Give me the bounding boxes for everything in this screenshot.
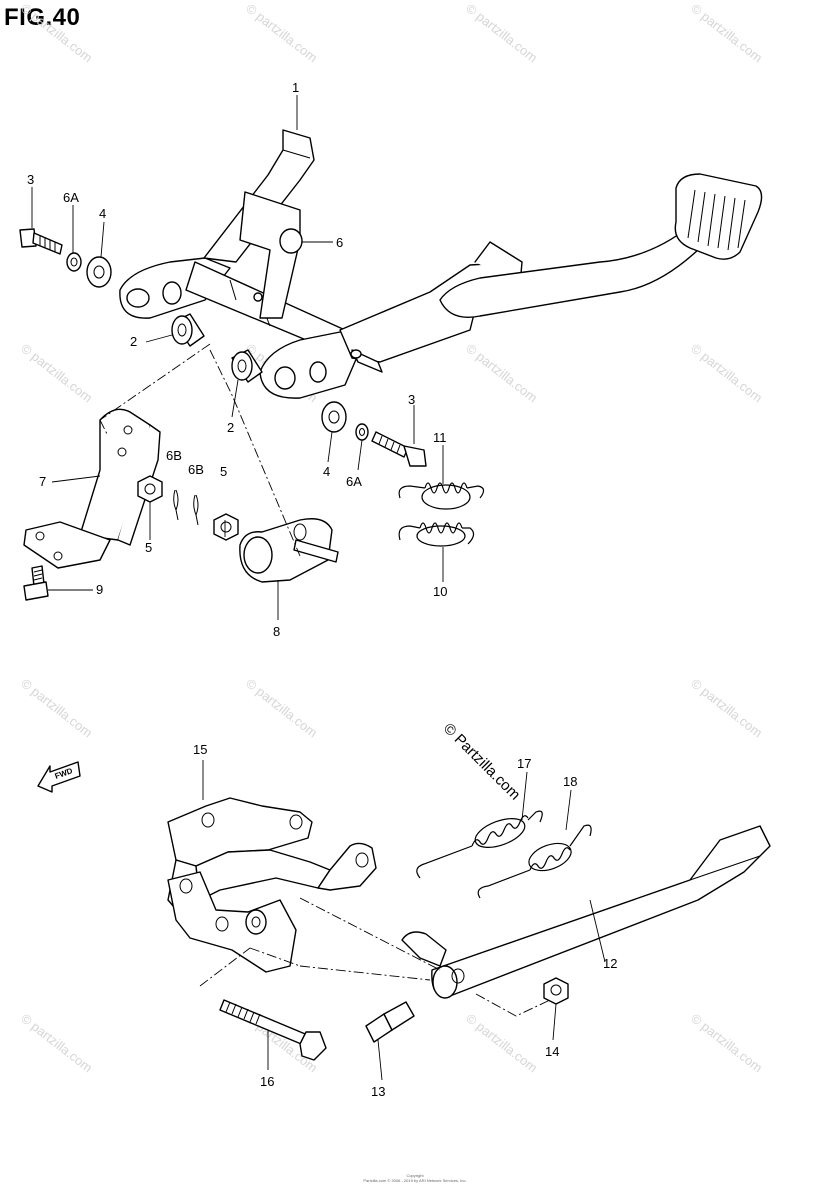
washer-part (321, 401, 347, 433)
callout-13: 13 (371, 1084, 385, 1099)
callout-4: 4 (99, 206, 106, 221)
figure-title: FIG.40 (4, 4, 81, 31)
assembly-line (99, 343, 211, 421)
washer-part (355, 423, 369, 441)
bolt-part (219, 999, 327, 1061)
washer-part (66, 252, 82, 272)
callout-14: 14 (545, 1044, 559, 1059)
callout-6b: 6B (188, 462, 204, 477)
callout-3: 3 (27, 172, 34, 187)
callout-labels: 1 2 2 3 3 4 4 5 5 6 6A 6A 6B 6B 7 8 9 10… (27, 80, 617, 1099)
washer-part (86, 256, 112, 288)
assembly-line (199, 947, 301, 987)
sidestand-part (401, 825, 771, 999)
callout-4: 4 (323, 464, 330, 479)
leader-lines (31, 95, 606, 1081)
assembly-line (299, 965, 431, 981)
callout-2: 2 (130, 334, 137, 349)
spring-part (416, 810, 543, 879)
callout-5: 5 (145, 540, 152, 555)
spring-part (477, 824, 592, 899)
spring-part (398, 522, 475, 547)
cotter-pin-part (193, 494, 199, 526)
callout-16: 16 (260, 1074, 274, 1089)
assembly-line (475, 993, 551, 1017)
pivot-bracket-part (239, 518, 339, 583)
callout-17: 17 (517, 756, 531, 771)
center-stand-part (119, 129, 763, 399)
callout-6: 6 (336, 235, 343, 250)
bolt-part (371, 431, 427, 467)
assembly-line (99, 419, 109, 437)
watermark: © partzilla.com (688, 341, 765, 406)
watermark: © partzilla.com (18, 341, 95, 406)
callout-6b: 6B (166, 448, 182, 463)
callout-18: 18 (563, 774, 577, 789)
callout-5: 5 (220, 464, 227, 479)
callout-11: 11 (433, 430, 447, 445)
watermark: © partzilla.com (18, 1011, 95, 1076)
watermark: © partzilla.com (463, 341, 540, 406)
callout-8: 8 (273, 624, 280, 639)
callout-15: 15 (193, 742, 207, 757)
callout-6a: 6A (346, 474, 362, 489)
assembly-line (299, 897, 441, 971)
callout-6a: 6A (63, 190, 79, 205)
watermark: © partzilla.com (243, 1, 320, 66)
bushing-part (231, 349, 263, 383)
watermark: © partzilla.com (688, 1, 765, 66)
callout-9: 9 (96, 582, 103, 597)
footer-line-2: Partzilla.com © 2006 - 2019 by ARI Netwo… (363, 1178, 467, 1183)
watermark: © partzilla.com (463, 1, 540, 66)
nut-part (137, 475, 163, 503)
bolt-part (365, 1001, 415, 1043)
bolt-part (23, 565, 49, 601)
spring-part (398, 482, 485, 510)
bolt-part (19, 228, 63, 255)
nut-part (213, 513, 239, 541)
callout-1: 1 (292, 80, 299, 95)
callout-10: 10 (433, 584, 447, 599)
watermark: © partzilla.com (18, 1, 95, 66)
callout-2: 2 (227, 420, 234, 435)
nut-part (543, 977, 569, 1005)
sidestand-bracket-part (167, 797, 377, 973)
watermark: © partzilla.com (463, 1011, 540, 1076)
callout-3: 3 (408, 392, 415, 407)
watermark: © partzilla.com (688, 1011, 765, 1076)
forward-arrow-icon: FWD (37, 761, 81, 793)
rubber-cap-part (279, 228, 303, 254)
watermark: © partzilla.com (688, 676, 765, 741)
callout-12: 12 (603, 956, 617, 971)
watermark: © partzilla.com (18, 676, 95, 741)
footer-copyright: Copyright Partzilla.com © 2006 - 2019 by… (340, 1173, 490, 1183)
footer-line-1: Copyright (406, 1173, 424, 1178)
cotter-pin-part (173, 489, 179, 521)
watermark: © partzilla.com (243, 676, 320, 741)
callout-7: 7 (39, 474, 46, 489)
assembly-line (209, 349, 301, 557)
bushing-part (171, 313, 205, 347)
